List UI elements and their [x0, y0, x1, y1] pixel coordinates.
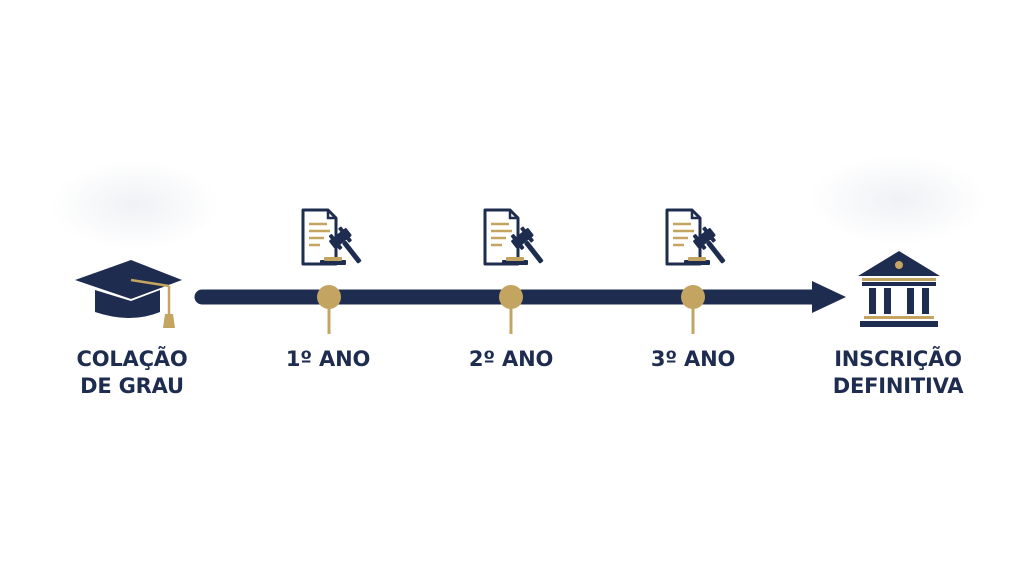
- start-label-line-2: DE GRAU: [80, 374, 184, 398]
- document-gavel-icon: [665, 208, 726, 266]
- start-label: COLAÇÃO DE GRAU: [52, 346, 212, 400]
- document-gavel-icon: [483, 208, 544, 266]
- milestone-1-node: [317, 285, 341, 334]
- milestone-2-node: [499, 285, 523, 334]
- timeline-arrow: [194, 281, 846, 313]
- graduation-cap-icon: [75, 260, 182, 328]
- milestone-3-node: [681, 285, 705, 334]
- document-gavel-icon: [301, 208, 362, 266]
- end-label: INSCRIÇÃO DEFINITIVA: [808, 346, 988, 400]
- end-label-line-1: INSCRIÇÃO: [834, 347, 962, 371]
- background-haze-right: [808, 155, 988, 245]
- milestone-1-label: 1º ANO: [285, 347, 371, 371]
- start-label-line-1: COLAÇÃO: [76, 347, 188, 371]
- milestone-3-label: 3º ANO: [650, 347, 736, 371]
- background-haze-left: [50, 160, 220, 250]
- milestone-2-label: 2º ANO: [468, 347, 554, 371]
- courthouse-icon: [858, 251, 940, 327]
- end-label-line-2: DEFINITIVA: [832, 374, 964, 398]
